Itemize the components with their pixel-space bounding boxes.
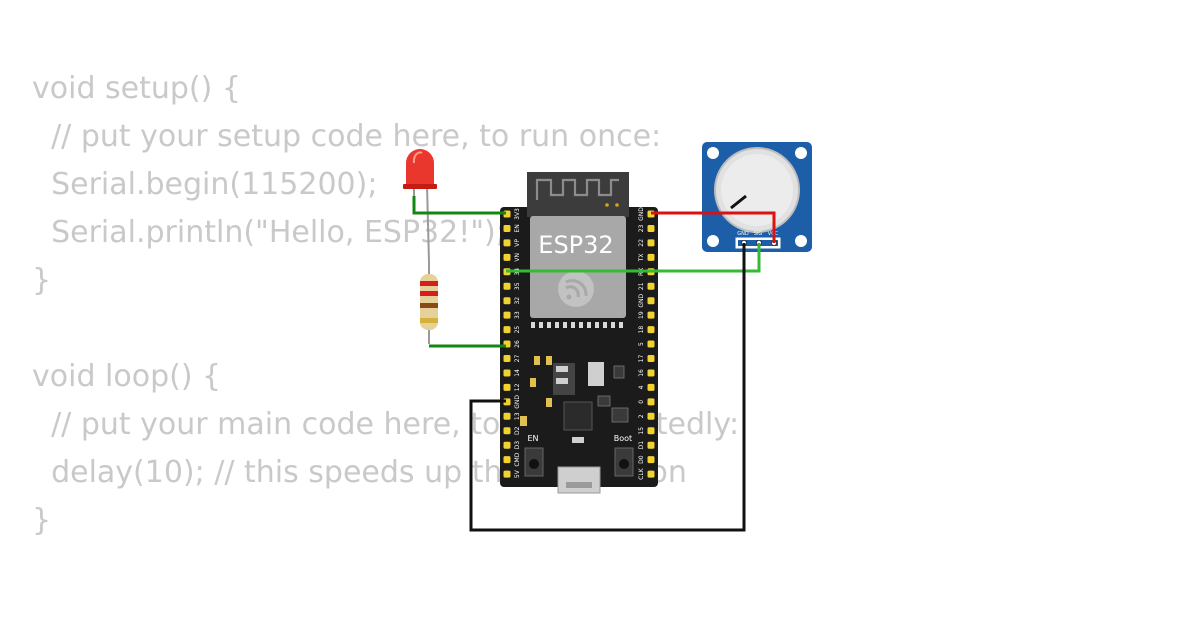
left-pin-5v[interactable] [503,470,511,478]
antenna-trace-icon [535,178,619,200]
module-pads [531,322,623,328]
right-pin-label: 21 [638,282,645,290]
right-pin-label: 15 [638,427,645,435]
led[interactable] [403,149,437,263]
pot-pin-gnd-label: GND [737,231,749,237]
en-button-label: EN [527,434,538,443]
left-pin-label: 25 [514,326,521,334]
right-pin-23[interactable] [647,224,655,232]
right-pin-label: 2 [638,414,645,418]
right-pin-label: 0 [638,400,645,404]
espressif-logo-icon [558,271,594,307]
right-pin-label: 17 [638,355,645,363]
right-pin-21[interactable] [647,282,655,290]
left-pin-vp[interactable] [503,239,511,247]
left-pin-label: 35 [514,282,521,290]
left-pin-32[interactable] [503,297,511,305]
left-pin-d2[interactable] [503,427,511,435]
right-pin-label: TX [638,253,645,262]
shield-can [530,216,626,318]
code-line: void loop() { [32,359,222,394]
right-pin-22[interactable] [647,239,655,247]
right-pin-label: 5 [638,342,645,346]
usb-port-icon [557,466,601,494]
right-pin-18[interactable] [647,326,655,334]
left-pin-27[interactable] [503,355,511,362]
right-pin-tx[interactable] [647,253,655,261]
right-pin-15[interactable] [647,427,655,435]
left-pin-label: 5V [514,469,521,478]
wire-signal [506,243,761,273]
left-pin-label: 27 [514,355,521,363]
right-pin-label: 19 [638,311,645,319]
right-pin-17[interactable] [647,355,655,362]
code-line: Serial.println("Hello, ESP32!"); [32,215,506,250]
left-pin-cmd[interactable] [503,456,511,464]
right-pin-2[interactable] [647,412,655,420]
right-pin-4[interactable] [647,383,655,391]
pot-indicator [730,194,747,210]
right-pin-label: GND [638,293,645,307]
left-pin-label: GND [514,395,521,409]
right-pin-d0[interactable] [647,456,655,464]
boot-button[interactable] [614,447,634,477]
left-pin-label: 26 [514,340,521,348]
code-line: } [32,263,52,298]
code-line: void setup() { [32,71,241,106]
left-pin-label: D2 [514,426,521,435]
left-pin-label: EN [514,224,521,232]
left-pin-d3[interactable] [503,441,511,449]
right-pin-label: 22 [638,239,645,247]
potentiometer[interactable]: GND SIG VCC [702,142,812,252]
right-pin-label: D1 [638,441,645,450]
left-pin-label: 3V3 [514,208,521,220]
code-line: // put your setup code here, to run once… [32,119,662,154]
left-pin-label: VN [514,253,521,262]
left-pin-label: 32 [514,297,521,305]
right-pin-5[interactable] [647,340,655,348]
right-pin-label: 18 [638,326,645,334]
right-pin-0[interactable] [647,398,655,406]
left-pin-12[interactable] [503,383,511,391]
left-pin-25[interactable] [503,326,511,334]
left-pin-vn[interactable] [503,253,511,261]
right-pin-clk[interactable] [647,470,655,478]
left-pin-label: 12 [514,383,521,391]
right-pin-label: 16 [638,369,645,377]
right-pin-label: D0 [638,455,645,464]
resistor[interactable] [420,262,438,344]
left-pin-14[interactable] [503,369,511,377]
wire-vcc [651,211,776,243]
right-pin-label: CLK [638,467,645,480]
left-pin-33[interactable] [503,311,511,319]
left-pin-13[interactable] [503,412,511,420]
left-pin-label: D3 [514,441,521,450]
wire-gnd [469,243,746,532]
left-pin-en[interactable] [503,224,511,232]
right-pin-16[interactable] [647,369,655,377]
board-label: ESP32 [538,231,613,259]
code-line: Serial.begin(115200); [32,167,378,202]
left-pin-label: VP [514,239,521,247]
right-pin-label: 23 [638,224,645,232]
right-pin-label: 4 [638,385,645,389]
left-pin-35[interactable] [503,282,511,290]
en-button[interactable] [524,447,544,477]
esp32-board[interactable]: ESP32 EN [500,172,658,494]
boot-button-label: Boot [614,434,632,443]
wires [412,196,776,532]
right-pin-19[interactable] [647,311,655,319]
wire-led-to-gnd [412,196,506,215]
left-pin-label: 13 [514,412,521,420]
left-pin-label: 14 [514,369,521,377]
right-pin-label: GND [638,207,645,221]
right-pin-d1[interactable] [647,441,655,449]
code-line: } [32,503,52,538]
left-pin-label: CMD [514,452,521,466]
pot-pin-sig-label: SIG [754,231,763,237]
left-pin-label: 33 [514,311,521,319]
right-pin-gnd[interactable] [647,297,655,305]
